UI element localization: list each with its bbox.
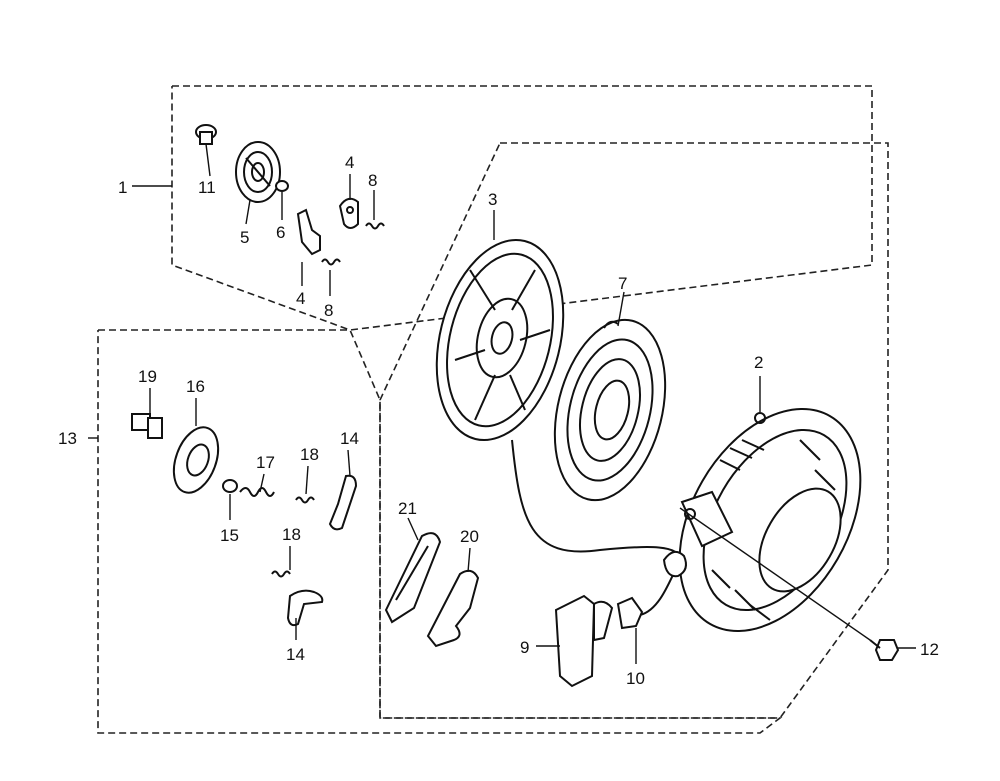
part-18-spring-upper bbox=[295, 496, 315, 504]
callout-9: 9 bbox=[520, 638, 529, 657]
part-19-bolt bbox=[131, 413, 163, 439]
part-12-bolt bbox=[869, 639, 900, 661]
callout-14-upper: 14 bbox=[340, 429, 359, 448]
part-17-spring bbox=[239, 487, 275, 497]
part-5-pulley bbox=[235, 141, 281, 203]
part-10-clip bbox=[616, 596, 644, 630]
part-14-pawl-lower bbox=[286, 589, 324, 627]
parts bbox=[131, 124, 900, 688]
part-6-washer bbox=[275, 180, 289, 192]
starter-rope bbox=[511, 439, 682, 616]
callout-18-lower: 18 bbox=[282, 525, 301, 544]
callout-17: 17 bbox=[256, 453, 275, 472]
callout-4-lower: 4 bbox=[296, 289, 305, 308]
part-2-housing bbox=[662, 408, 862, 632]
part-14-pawl-upper bbox=[328, 474, 358, 531]
callout-8-upper: 8 bbox=[368, 171, 377, 190]
callout-20: 20 bbox=[460, 527, 479, 546]
part-4-pawl-upper bbox=[338, 197, 359, 229]
group-outlines bbox=[97, 85, 889, 734]
callout-10: 10 bbox=[626, 669, 645, 688]
callout-11: 11 bbox=[198, 178, 216, 197]
callout-18-upper: 18 bbox=[300, 445, 319, 464]
callout-13: 13 bbox=[58, 429, 77, 448]
part-20-pawl bbox=[426, 569, 480, 648]
part-16-pulley bbox=[172, 426, 220, 494]
part-4-pawl-lower bbox=[296, 208, 321, 256]
part-8-spring-lower bbox=[321, 258, 341, 266]
callout-2: 2 bbox=[754, 353, 763, 372]
callout-4-upper: 4 bbox=[345, 153, 354, 172]
callout-21: 21 bbox=[398, 499, 417, 518]
part-18-spring-lower bbox=[271, 570, 291, 578]
part-15-washer bbox=[222, 479, 238, 493]
callout-1: 1 bbox=[118, 178, 127, 197]
part-7-spiral-spring bbox=[553, 318, 667, 502]
callout-12: 12 bbox=[920, 640, 939, 659]
callout-6: 6 bbox=[276, 223, 285, 242]
callout-14-lower: 14 bbox=[286, 645, 305, 664]
callout-5: 5 bbox=[240, 228, 249, 247]
group-13-outline bbox=[97, 329, 783, 734]
callouts: 1 2 3 4 4 5 6 7 8 8 9 10 11 12 13 14 14 … bbox=[58, 153, 939, 688]
callout-8-lower: 8 bbox=[324, 301, 333, 320]
callout-16: 16 bbox=[186, 377, 205, 396]
main-assembly-outline bbox=[379, 142, 889, 719]
part-8-spring-upper bbox=[365, 222, 385, 230]
group-1-outline bbox=[171, 85, 873, 331]
part-11-bolt bbox=[195, 124, 217, 145]
leader-lines bbox=[88, 143, 916, 664]
part-21-ratchet bbox=[384, 532, 442, 624]
part-9-handle bbox=[554, 594, 614, 688]
callout-7: 7 bbox=[618, 274, 627, 293]
callout-15: 15 bbox=[220, 526, 239, 545]
part-3-reel bbox=[435, 238, 565, 442]
callout-19: 19 bbox=[138, 367, 157, 386]
callout-3: 3 bbox=[488, 190, 497, 209]
